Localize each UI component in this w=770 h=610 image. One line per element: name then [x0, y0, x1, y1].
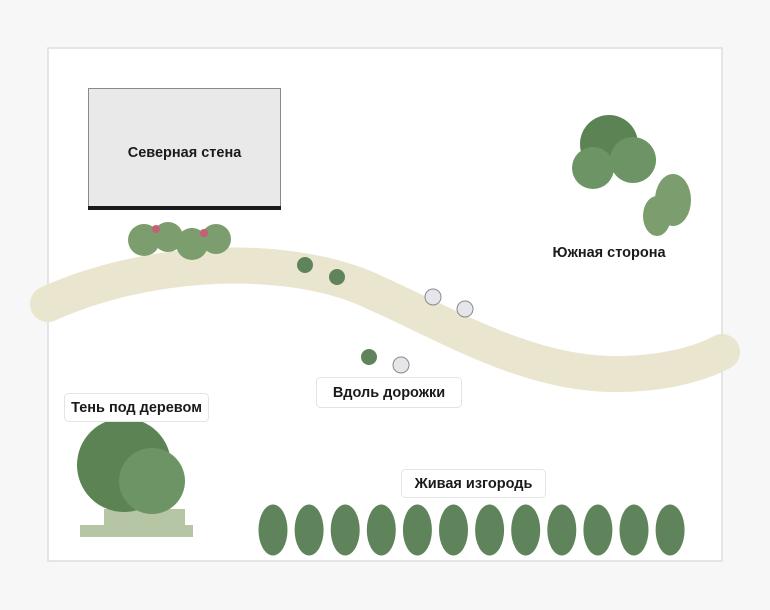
small-shrub: [361, 349, 377, 365]
hedge-row: [258, 504, 685, 556]
flower: [152, 225, 160, 233]
along-path-zone: Вдоль дорожки: [297, 257, 474, 408]
hedge-plant: [294, 504, 324, 556]
hedge-plant: [402, 504, 432, 556]
tree-shade-label-box: [64, 393, 209, 422]
small-shrub: [329, 269, 345, 285]
shrub: [643, 196, 671, 236]
stone: [392, 356, 410, 374]
shrub: [610, 137, 656, 183]
hedge-plant: [366, 504, 396, 556]
north-wall-label: Северная стена: [128, 145, 242, 161]
south-side-zone: Южная сторона: [552, 115, 691, 261]
hedge-plant: [511, 504, 541, 556]
tree-crown-light: [119, 448, 185, 514]
hedge-plant: [475, 504, 505, 556]
hedge-plant: [583, 504, 613, 556]
bench-base: [80, 525, 193, 537]
tree-shade-zone: Тень под деревом: [64, 393, 209, 537]
wall-shrub-row: [128, 222, 231, 260]
hedge-plant: [330, 504, 360, 556]
along-path-label: Вдоль дорожки: [333, 385, 445, 401]
bench-seat: [104, 509, 185, 527]
wall-shrub: [201, 224, 231, 254]
garden-path: [30, 247, 740, 393]
south-side-label: Южная сторона: [552, 245, 666, 261]
stone: [424, 288, 442, 306]
hedge-plant: [439, 504, 468, 556]
north-wall-edge: [88, 206, 281, 210]
wall-shrub: [176, 228, 208, 260]
hedge-plant: [547, 504, 577, 556]
hedge-label-box: [401, 469, 546, 498]
along-path-label-box: [316, 377, 462, 408]
tree-shade-label: Тень под деревом: [71, 400, 202, 416]
hedge-plant: [258, 504, 288, 556]
hedge-plant: [655, 504, 685, 556]
small-shrub: [297, 257, 313, 273]
hedge-label: Живая изгородь: [414, 476, 533, 492]
north-wall-area: [88, 88, 281, 209]
shrub: [572, 147, 614, 189]
wall-shrub: [153, 222, 183, 252]
north-wall-zone: Северная стена: [88, 88, 281, 260]
flower: [200, 229, 208, 237]
hedge-zone: Живая изгородь: [258, 469, 685, 556]
wall-shrub: [128, 224, 160, 256]
hedge-plant: [619, 504, 649, 556]
stone: [456, 300, 474, 318]
